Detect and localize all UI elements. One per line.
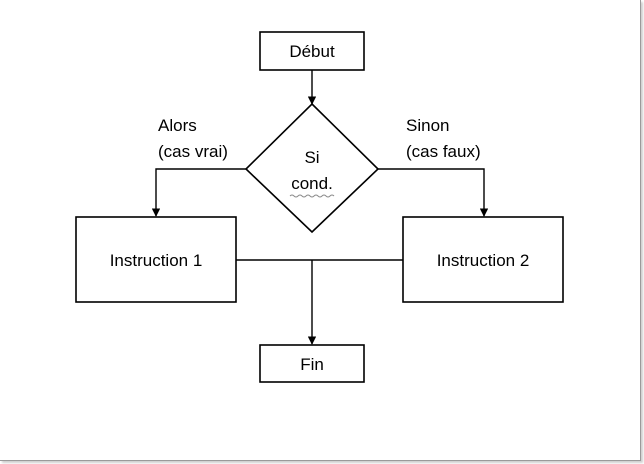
instruction1-box bbox=[75, 216, 237, 303]
instruction1-label: Instruction 1 bbox=[110, 251, 203, 270]
then-label-line2: (cas vrai) bbox=[158, 142, 228, 161]
start-label: Début bbox=[289, 42, 335, 61]
start-box bbox=[259, 31, 365, 71]
else-label-line1: Sinon bbox=[406, 116, 449, 135]
else-label-line2: (cas faux) bbox=[406, 142, 481, 161]
condition-diamond bbox=[244, 102, 380, 234]
arrow-condition-to-instruction2 bbox=[378, 168, 489, 217]
instruction2-label: Instruction 2 bbox=[437, 251, 530, 270]
instruction2-box bbox=[402, 216, 564, 303]
spellcheck-underline bbox=[289, 194, 335, 198]
end-box bbox=[259, 344, 365, 383]
end-label: Fin bbox=[300, 355, 324, 374]
then-label-line1: Alors bbox=[158, 116, 197, 135]
arrow-condition-to-instruction1 bbox=[151, 168, 246, 217]
condition-label-line1: Si bbox=[304, 148, 319, 167]
condition-label-line2: cond. bbox=[291, 174, 333, 193]
